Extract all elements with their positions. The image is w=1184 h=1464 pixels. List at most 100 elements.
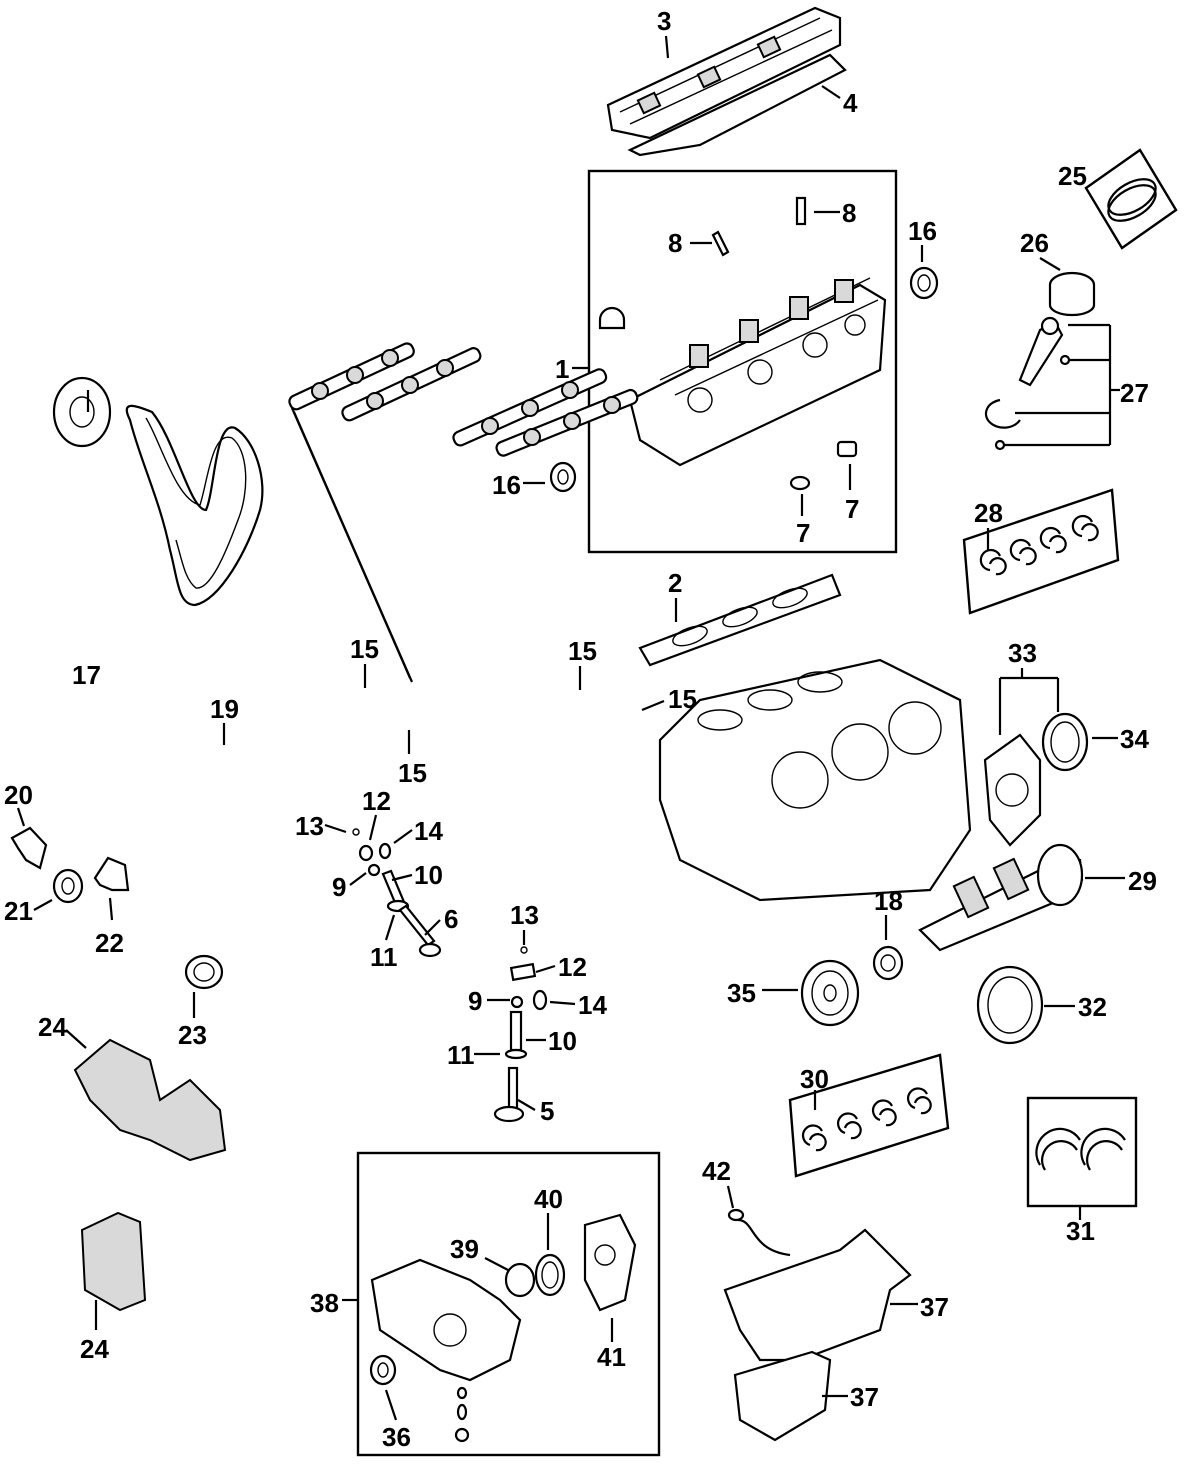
callout-37: 37 — [850, 1382, 879, 1412]
callout-15: 15 — [350, 634, 379, 664]
camshaft-seal — [549, 461, 577, 493]
callout-15: 15 — [398, 758, 427, 788]
tensioner-bracket — [93, 856, 130, 892]
callout-33: 33 — [1008, 638, 1037, 668]
callout-11: 11 — [447, 1040, 475, 1070]
callout-8: 8 — [842, 198, 856, 228]
callout-13: 13 — [295, 811, 324, 841]
callout-32: 32 — [1078, 992, 1107, 1022]
camshaft-left-upper-rect — [288, 342, 415, 411]
callout-14: 14 — [578, 990, 607, 1020]
callout-39: 39 — [450, 1234, 479, 1264]
crankshaft-sprocket — [976, 965, 1044, 1045]
crankshaft-gear — [872, 945, 904, 981]
timing-cover-upper — [73, 1038, 227, 1162]
callout-24: 24 — [38, 1012, 67, 1042]
dipstick-handle — [727, 1208, 745, 1222]
callout-35: 35 — [727, 978, 756, 1008]
dipstick-tube — [737, 1218, 791, 1257]
callout-labels: 3 4 25 8 8 16 26 1 27 16 7 7 28 2 15 15 … — [4, 6, 1157, 1452]
oil-pump-rotor — [504, 1262, 536, 1298]
connecting-rod — [984, 316, 1071, 451]
callout-19: 19 — [210, 694, 239, 724]
callout-2: 2 — [668, 568, 682, 598]
piston — [1048, 271, 1096, 317]
valve-seal — [789, 475, 811, 491]
valve-seal — [836, 440, 858, 458]
callout-20: 20 — [4, 780, 33, 810]
rear-seal-housing — [983, 733, 1042, 847]
callout-12: 12 — [362, 786, 391, 816]
callout-21: 21 — [4, 896, 33, 926]
oil-pump-housing — [370, 1258, 522, 1382]
callout-37: 37 — [920, 1292, 949, 1322]
callout-38: 38 — [310, 1288, 339, 1318]
callout-31: 31 — [1066, 1216, 1095, 1246]
valve-train-lower — [493, 946, 548, 1123]
head-gasket — [638, 573, 842, 667]
rod-bearing-box — [962, 488, 1120, 615]
callout-36: 36 — [382, 1422, 411, 1452]
callout-10: 10 — [414, 860, 443, 890]
camshaft — [290, 407, 414, 683]
callout-11: 11 — [370, 942, 398, 972]
leader-lines — [16, 35, 1125, 1421]
engine-block — [658, 658, 972, 902]
cylinder-head-group-box — [587, 169, 898, 554]
main-bearing-group-box — [1026, 1096, 1138, 1208]
callout-8: 8 — [668, 228, 682, 258]
piston-ring-box — [1084, 148, 1178, 250]
callout-14: 14 — [414, 816, 443, 846]
timing-cover-lower — [80, 1211, 147, 1312]
oil-pan-upper — [723, 1228, 912, 1362]
camshaft-right-lower-rect — [495, 388, 639, 457]
oil-pan-lower — [733, 1350, 832, 1442]
crank-bearing-box — [788, 1053, 950, 1178]
callout-13: 13 — [510, 900, 539, 930]
crankshaft — [918, 843, 1084, 952]
cylinder-head — [628, 277, 887, 467]
callout-12: 12 — [558, 952, 587, 982]
callout-7: 7 — [845, 494, 859, 524]
oil-pump-group-box — [356, 1151, 661, 1457]
dowel-pin — [711, 230, 730, 257]
piston-rings — [1107, 178, 1157, 222]
callout-16: 16 — [492, 470, 521, 500]
callout-23: 23 — [178, 1020, 207, 1050]
crankshaft-pulley — [800, 959, 860, 1027]
callout-25: 25 — [1058, 161, 1087, 191]
callout-6: 6 — [444, 904, 458, 934]
callout-22: 22 — [95, 928, 124, 958]
callout-15: 15 — [668, 684, 697, 714]
valve-train-upper — [352, 828, 442, 958]
timing-belt-inner — [145, 417, 247, 589]
front-crank-seal — [369, 1354, 397, 1386]
oil-pump-cover — [583, 1213, 637, 1312]
camshaft-left-lower-rect — [341, 347, 482, 422]
valve-cover — [606, 6, 842, 140]
cam-cap — [598, 306, 626, 330]
oil-pump-seal — [534, 1253, 566, 1297]
camshaft-seal — [909, 266, 939, 300]
dowel-pin — [795, 196, 807, 226]
camshaft-right-upper-rect — [452, 368, 608, 447]
thrust-washers — [1035, 1127, 1126, 1171]
callout-7: 7 — [796, 518, 810, 548]
callout-10: 10 — [548, 1026, 577, 1056]
rear-main-seal — [1041, 712, 1089, 772]
callout-27: 27 — [1120, 378, 1149, 408]
callout-18: 18 — [874, 886, 903, 916]
callout-41: 41 — [597, 1342, 626, 1372]
callout-3: 3 — [657, 6, 671, 36]
callout-30: 30 — [800, 1064, 829, 1094]
callout-9: 9 — [468, 986, 482, 1016]
callout-24: 24 — [80, 1334, 109, 1364]
callout-28: 28 — [974, 498, 1003, 528]
idler-pulley — [52, 868, 84, 904]
callout-15: 15 — [568, 636, 597, 666]
callout-29: 29 — [1128, 866, 1157, 896]
callout-17: 17 — [72, 660, 101, 690]
belt-tensioner — [10, 826, 48, 870]
callout-42: 42 — [702, 1156, 731, 1186]
